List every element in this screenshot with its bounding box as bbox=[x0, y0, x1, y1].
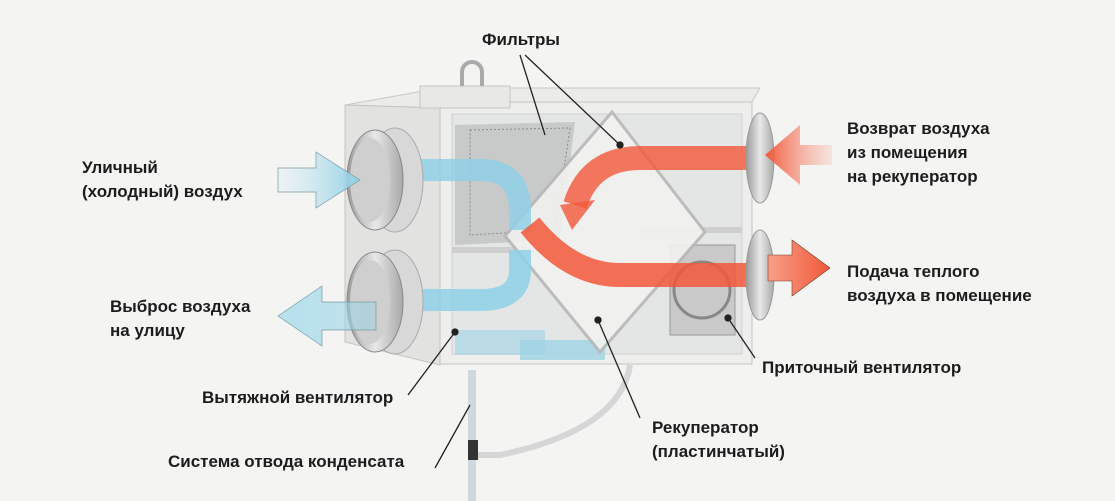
label-outdoor-air: Уличный (холодный) воздух bbox=[82, 156, 243, 204]
cold-air-path bbox=[400, 159, 531, 230]
return-air-path bbox=[563, 146, 750, 210]
label-filters: Фильтры bbox=[482, 30, 560, 49]
supply-air-path bbox=[520, 217, 750, 287]
label-exhaust-fan: Вытяжной вентилятор bbox=[202, 388, 394, 407]
label-line: воздуха в помещение bbox=[847, 286, 1032, 305]
outdoor-air-arrow bbox=[277, 151, 361, 209]
label-line: Уличный bbox=[82, 158, 158, 177]
supply-warm-arrow bbox=[767, 239, 831, 297]
label-line: Подача теплого bbox=[847, 262, 980, 281]
label-recuperator: Рекуператор (пластинчатый) bbox=[652, 416, 785, 464]
exhaust-air-path bbox=[400, 250, 531, 311]
condensate-drain bbox=[468, 364, 633, 501]
label-exhaust-out: Выброс воздуха на улицу bbox=[110, 295, 250, 343]
label-line: на улицу bbox=[110, 321, 185, 340]
exhaust-out-arrow bbox=[277, 285, 377, 347]
return-air-arrow bbox=[765, 125, 832, 185]
label-line: на рекуператор bbox=[847, 167, 978, 186]
ducts bbox=[346, 112, 775, 355]
label-line: (пластинчатый) bbox=[652, 442, 785, 461]
label-return-air: Возврат воздуха из помещения на рекупера… bbox=[847, 117, 990, 189]
label-line: (холодный) воздух bbox=[82, 182, 243, 201]
label-condensate: Система отвода конденсата bbox=[168, 452, 405, 471]
label-supply-fan: Приточный вентилятор bbox=[762, 358, 962, 377]
label-line: из помещения bbox=[847, 143, 968, 162]
label-line: Возврат воздуха bbox=[847, 119, 990, 138]
leader-lines bbox=[407, 54, 756, 469]
heat-exchanger bbox=[503, 109, 707, 355]
label-supply-warm: Подача теплого воздуха в помещение bbox=[847, 260, 1032, 308]
label-line: Выброс воздуха bbox=[110, 297, 251, 316]
label-line: Рекуператор bbox=[652, 418, 759, 437]
